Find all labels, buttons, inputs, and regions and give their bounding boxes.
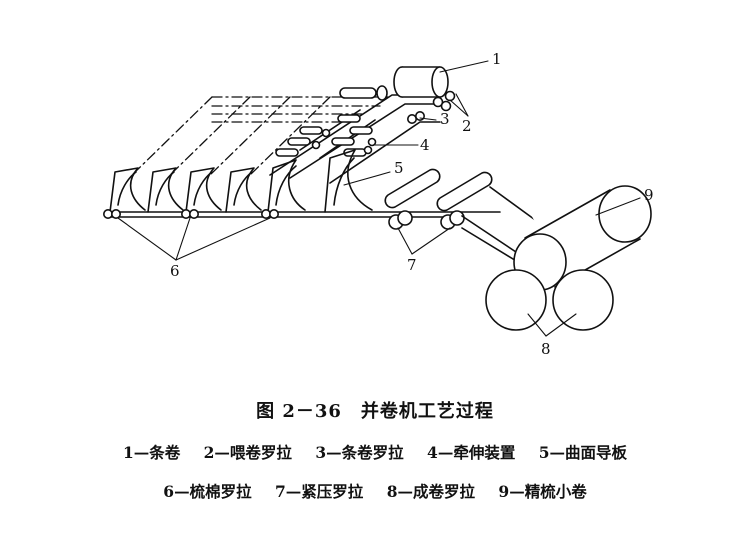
- callout-8: 8: [541, 340, 551, 358]
- callout-6: 6: [170, 262, 180, 280]
- legend-item-9: 9—精梳小卷: [498, 482, 587, 501]
- callout-7: 7: [407, 256, 417, 274]
- guide-plate-units: [103, 149, 373, 220]
- legend-item-7: 7—紧压罗拉: [275, 482, 364, 501]
- drafting-units: [275, 114, 377, 157]
- callout-3: 3: [440, 110, 450, 128]
- legend-item-5: 5—曲面导板: [538, 443, 628, 462]
- legend-row-1: 1—条卷 2—喂卷罗拉 3—条卷罗拉 4—牵伸装置 5—曲面导板: [0, 441, 750, 463]
- guide-unit-3: [185, 167, 222, 213]
- guide-unit-6: [324, 149, 373, 213]
- web-band: [461, 186, 539, 263]
- legend-row-2: 6—梳棉罗拉 7—紧压罗拉 8—成卷罗拉 9—精梳小卷: [0, 480, 750, 502]
- callout-1: 1: [492, 50, 502, 68]
- legend-item-4: 4—牵伸装置: [427, 443, 516, 462]
- machine-bed: [105, 211, 501, 218]
- guide-unit-1: [109, 167, 146, 213]
- guide-unit-4: [225, 167, 262, 213]
- legend-item-3: 3—条卷罗拉: [315, 443, 404, 462]
- figure-title: 图 2－36 并卷机工艺过程: [256, 401, 494, 422]
- lap-roll: [393, 66, 449, 98]
- callout-5: 5: [394, 159, 404, 177]
- callout-numbers: 1 2 3 4 5 6 7 8 9: [170, 50, 654, 358]
- callout-9: 9: [644, 186, 654, 204]
- callout-2: 2: [462, 117, 472, 135]
- legend-item-6: 6—梳棉罗拉: [163, 482, 252, 501]
- callout-4: 4: [420, 136, 430, 154]
- compression-rollers: [384, 168, 493, 230]
- lap-rollers: [339, 85, 425, 125]
- legend-item-1: 1—条卷: [122, 443, 181, 462]
- legend-item-2: 2—喂卷罗拉: [203, 443, 292, 462]
- carding-rollers: [103, 209, 279, 220]
- comber-lap: [513, 152, 652, 291]
- legend-item-8: 8—成卷罗拉: [386, 482, 475, 501]
- guide-unit-5: [267, 159, 306, 213]
- guide-unit-2: [147, 167, 184, 213]
- leader-lines: [117, 60, 641, 337]
- lap-machine-diagram: 1 2 3 4 5 6 7 8 9: [103, 50, 654, 358]
- lap-forming-rollers: [485, 269, 614, 331]
